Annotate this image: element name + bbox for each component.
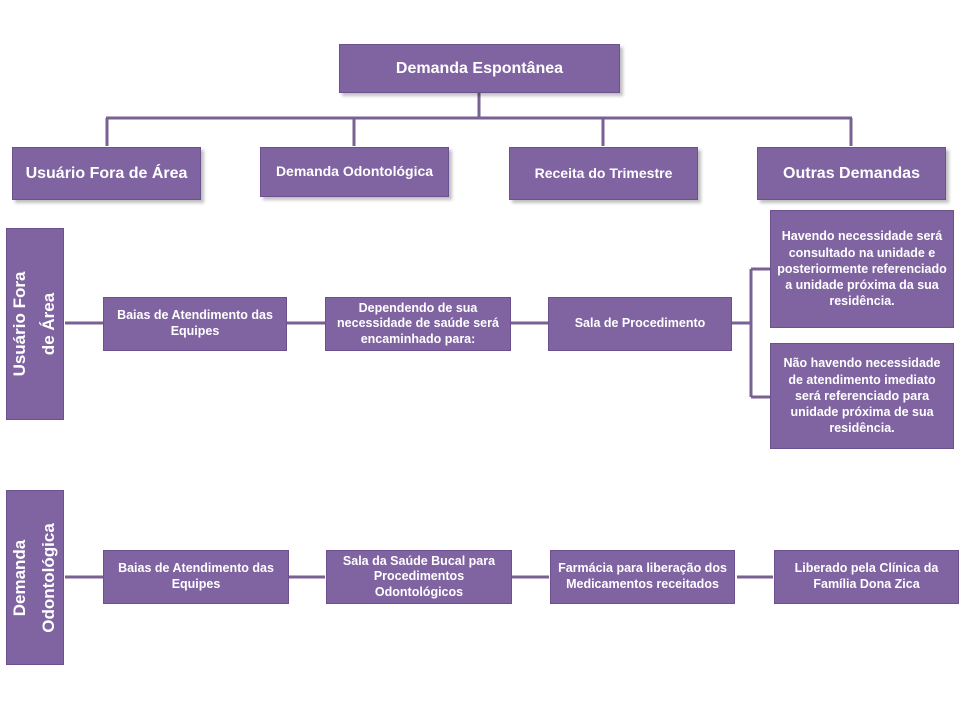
- category-usuario-fora-de-area: Usuário Fora de Área: [12, 147, 201, 200]
- flow2-step-baias: Baias de Atendimento das Equipes: [103, 550, 289, 604]
- category-demanda-odontologica: Demanda Odontológica: [260, 147, 449, 197]
- flow1-step-baias: Baias de Atendimento das Equipes: [103, 297, 287, 351]
- flow2-step-farmacia: Farmácia para liberação dos Medicamentos…: [550, 550, 735, 604]
- flow1-step-dependendo: Dependendo de sua necessidade de saúde s…: [325, 297, 511, 351]
- flow2-side-label-line2: Odontológica: [39, 522, 58, 633]
- flow1-side-label: Usuário Fora de Área: [6, 228, 64, 420]
- flow1-side-label-line1: Usuário Fora: [10, 271, 30, 377]
- flow1-side-label-line2: de Área: [39, 292, 58, 356]
- category-receita-do-trimestre: Receita do Trimestre: [509, 147, 698, 200]
- category-outras-demandas: Outras Demandas: [757, 147, 946, 200]
- flow1-outcome-nao-havendo: Não havendo necessidade de atendimento i…: [770, 343, 954, 449]
- flow2-step-liberado: Liberado pela Clínica da Família Dona Zi…: [774, 550, 959, 604]
- flow2-step-saude-bucal: Sala da Saúde Bucal para Procedimentos O…: [326, 550, 512, 604]
- root-node: Demanda Espontânea: [339, 44, 620, 93]
- flow1-outcome-havendo: Havendo necessidade será consultado na u…: [770, 210, 954, 328]
- flow2-side-label: Demanda Odontológica: [6, 490, 64, 665]
- flow2-side-label-line1: Demanda: [10, 539, 30, 616]
- flow1-step-sala-procedimento: Sala de Procedimento: [548, 297, 732, 351]
